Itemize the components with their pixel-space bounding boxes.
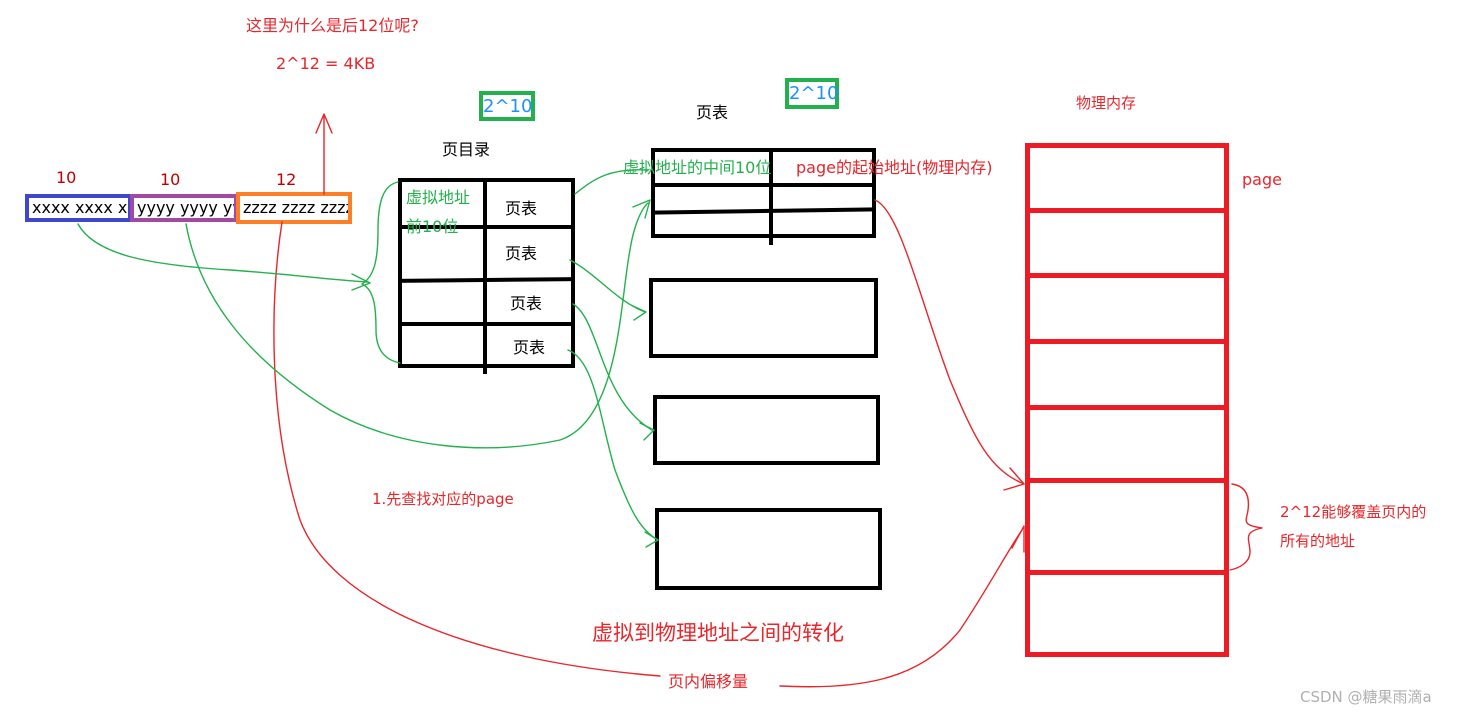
memory-page-divider bbox=[1025, 478, 1229, 483]
page-table-main bbox=[651, 148, 876, 238]
page-directory-row-line bbox=[398, 322, 575, 326]
offset-to-memory-curve bbox=[779, 529, 1023, 688]
directory-to-pagetable-curve bbox=[574, 169, 649, 195]
page-directory-entry: 页表 bbox=[505, 244, 538, 263]
page-table-box bbox=[653, 395, 880, 465]
page-directory-label: 页目录 bbox=[442, 140, 491, 159]
memory-page-label: page bbox=[1242, 170, 1282, 189]
page-table-left-note: 虚拟地址的中间10位 bbox=[623, 158, 772, 177]
physical-memory-block bbox=[1025, 143, 1229, 657]
x-to-directory-curve bbox=[77, 223, 369, 283]
page-table-right-note: page的起始地址(物理内存) bbox=[796, 158, 993, 177]
memory-page-divider bbox=[1025, 208, 1229, 213]
page-directory-note-line2: 前10位 bbox=[406, 217, 459, 236]
memory-page-divider bbox=[1025, 405, 1229, 410]
offset-label: 页内偏移量 bbox=[668, 672, 749, 691]
physical-memory-label: 物理内存 bbox=[1076, 94, 1137, 112]
memory-page-divider bbox=[1025, 339, 1229, 344]
page-directory-size-badge: 2^10 bbox=[479, 91, 535, 121]
watermark: CSDN @糖果雨滴a bbox=[1300, 688, 1432, 706]
page-table-row-line bbox=[651, 183, 876, 187]
memory-page-divider bbox=[1025, 570, 1229, 575]
page-table-box bbox=[655, 508, 882, 590]
page-table-col-divider bbox=[769, 150, 773, 245]
coverage-note-line2: 所有的地址 bbox=[1280, 532, 1356, 550]
formula-text: 2^12 = 4KB bbox=[276, 54, 376, 73]
y-arrowhead bbox=[632, 199, 651, 219]
page-table-label: 页表 bbox=[696, 103, 729, 122]
entry-to-table-2 bbox=[569, 259, 646, 313]
entry-to-table-3 bbox=[572, 303, 653, 431]
x-arrowhead bbox=[351, 273, 371, 291]
page-directory-entry: 页表 bbox=[505, 199, 538, 218]
bits-label-z: 12 bbox=[276, 170, 297, 189]
bits-label-x: 10 bbox=[56, 168, 77, 187]
page-directory-entry: 页表 bbox=[513, 338, 546, 357]
y-to-pagetable-curve bbox=[185, 202, 649, 449]
diagram-title: 虚拟到物理地址之间的转化 bbox=[592, 621, 844, 645]
bits-label-y: 10 bbox=[160, 170, 181, 189]
coverage-brace bbox=[1229, 483, 1263, 571]
pt-mem-arrowhead bbox=[1003, 467, 1025, 491]
offset-curve bbox=[273, 221, 661, 677]
pagetable-to-memory-curve bbox=[874, 199, 1025, 485]
page-directory-row-line bbox=[398, 225, 575, 229]
up-arrowhead bbox=[315, 113, 333, 134]
memory-page-divider bbox=[1025, 273, 1229, 278]
page-directory-note-line1: 虚拟地址 bbox=[406, 188, 471, 207]
page-table-size-badge: 2^10 bbox=[785, 78, 839, 109]
coverage-note-line1: 2^12能够覆盖页内的 bbox=[1280, 503, 1427, 521]
question-text: 这里为什么是后12位呢? bbox=[246, 16, 419, 35]
directory-brace bbox=[361, 181, 401, 364]
offset-arrowhead bbox=[1011, 525, 1025, 553]
page-directory-entry: 页表 bbox=[510, 294, 543, 313]
step1-text: 1.先查找对应的page bbox=[372, 490, 514, 508]
page-table-box bbox=[649, 278, 878, 358]
address-segment-z: zzzz zzzz zzzz bbox=[236, 192, 352, 224]
entry-to-table-4 bbox=[567, 349, 659, 541]
page-directory-divider bbox=[483, 180, 487, 374]
